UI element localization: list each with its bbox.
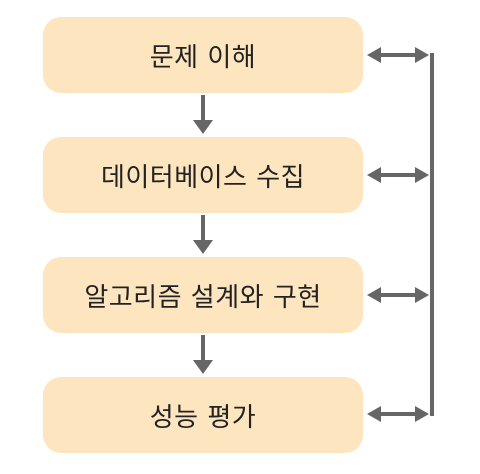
down-arrow-icon: [193, 95, 213, 134]
step-box-data-collection: 데이터베이스 수집: [43, 137, 363, 213]
down-arrow-icon: [193, 335, 213, 374]
step-box-algorithm-design: 알고리즘 설계와 구현: [43, 257, 363, 333]
step-box-problem-understanding: 문제 이해: [43, 17, 363, 93]
step-label: 문제 이해: [149, 42, 257, 73]
step-label: 알고리즘 설계와 구현: [84, 282, 322, 313]
step-label: 성능 평가: [149, 402, 257, 433]
step-box-performance-evaluation: 성능 평가: [43, 377, 363, 453]
double-arrow-icon: [367, 167, 429, 183]
double-arrow-icon: [367, 47, 429, 63]
double-arrow-icon: [367, 287, 429, 303]
step-label: 데이터베이스 수집: [100, 162, 306, 193]
down-arrow-icon: [193, 215, 213, 254]
double-arrow-icon: [367, 406, 429, 422]
